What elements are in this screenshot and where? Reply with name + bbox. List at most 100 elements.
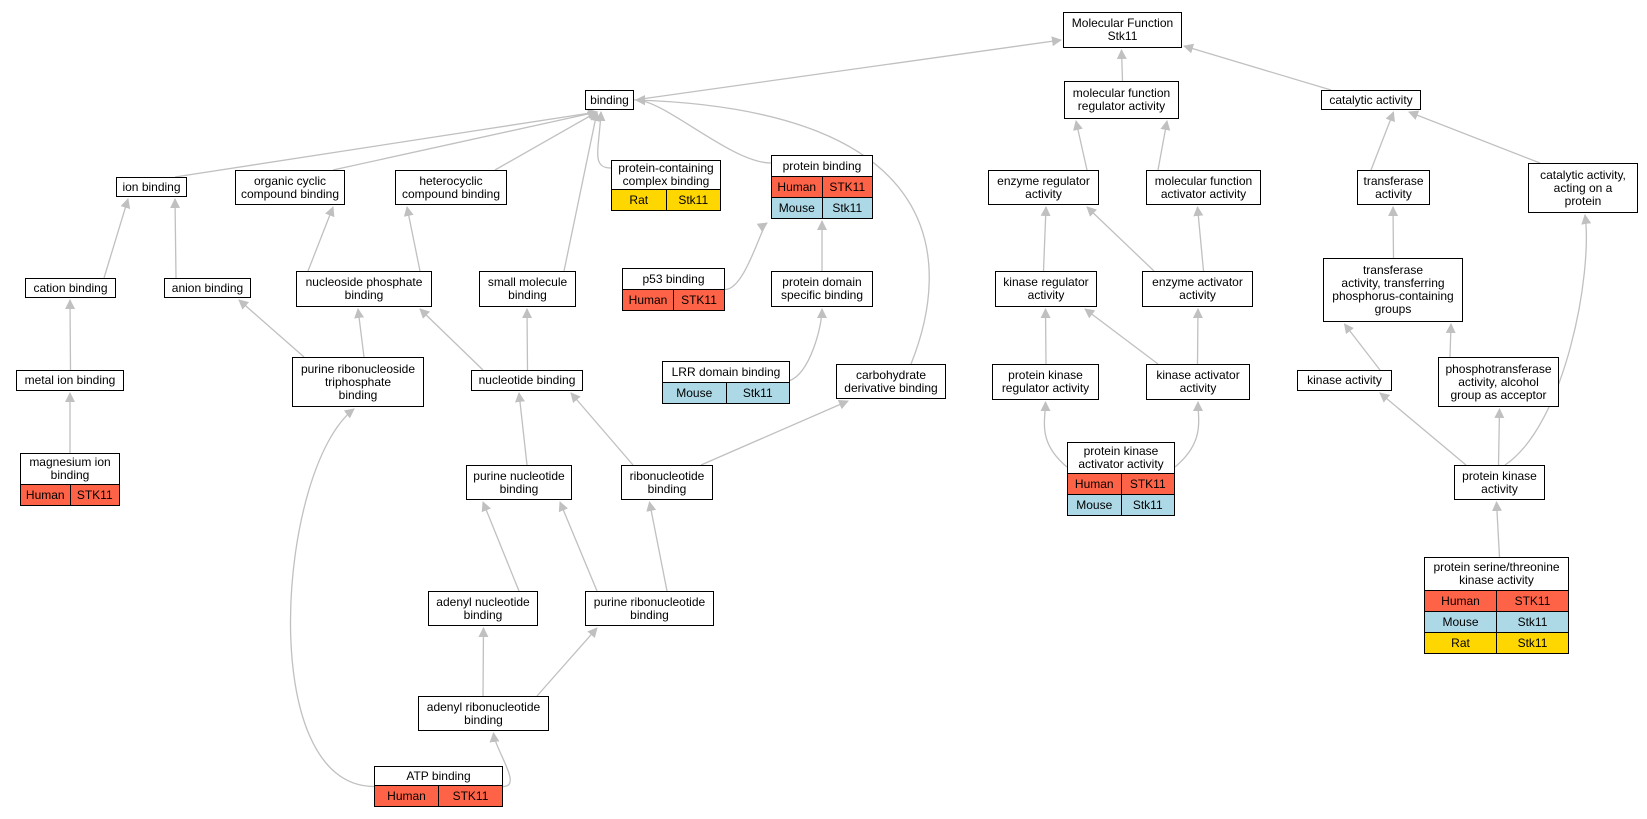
node-phosalc[interactable]: phosphotransferase activity, alcohol gro… [1438, 357, 1559, 407]
gene-label: STK11 [1120, 474, 1175, 494]
node-label: kinase activator activity [1156, 368, 1240, 395]
node-enzreg[interactable]: enzyme regulator activity [988, 170, 1099, 205]
node-label: heterocyclic compound binding [401, 173, 501, 201]
edge-pkreg-to-kinreg [1040, 308, 1051, 365]
edge-hetero-to-binding [494, 111, 598, 171]
species-label: Rat [1451, 635, 1470, 650]
edge-metal-to-cation [65, 299, 76, 371]
edge-organic-to-binding [332, 109, 598, 171]
node-pdomain[interactable]: protein domain specific binding [771, 271, 873, 307]
node-nucleotide[interactable]: nucleotide binding [471, 370, 583, 391]
edge-sertheo-to-pk [1491, 501, 1502, 558]
edge-atp-to-prnts [289, 408, 375, 788]
node-enzact[interactable]: enzyme activator activity [1142, 271, 1253, 307]
node-smallmol[interactable]: small molecule binding [479, 271, 576, 307]
node-pkreg[interactable]: protein kinase regulator activity [992, 364, 1099, 400]
node-mfact[interactable]: molecular function activator activity [1146, 170, 1261, 205]
node-label: molecular function activator activity [1154, 173, 1253, 201]
edge-transferase-to-catalytic [1370, 111, 1395, 171]
edge-lrr-to-pdomain [789, 308, 827, 382]
edge-pk-to-kinase [1379, 392, 1467, 466]
node-sertheo[interactable]: protein serine/threonine kinase activity… [1424, 557, 1569, 654]
species-label: Mouse [778, 200, 815, 215]
node-hetero[interactable]: heterocyclic compound binding [395, 170, 507, 205]
node-prnts[interactable]: purine ribonucleoside triphosphate bindi… [292, 357, 424, 407]
node-pk[interactable]: protein kinase activity [1454, 465, 1545, 500]
node-purribo[interactable]: purine ribonucleotide binding [585, 591, 714, 626]
gene-label: Stk11 [1496, 612, 1568, 632]
node-nucphos[interactable]: nucleoside phosphate binding [296, 271, 432, 307]
node-ion[interactable]: ion binding [116, 177, 187, 197]
node-label: purine ribonucleoside triphosphate bindi… [300, 361, 416, 402]
species-label: Human [1074, 476, 1114, 491]
node-label: kinase regulator activity [1003, 275, 1089, 302]
node-label: kinase activity [1307, 373, 1382, 387]
node-adenylribo[interactable]: adenyl ribonucleotide binding [418, 696, 549, 731]
node-label: magnesium ion binding [29, 455, 111, 482]
node-transphos[interactable]: transferase activity, transferring phosp… [1323, 258, 1463, 322]
annotation-row: Human STK11 [1068, 473, 1174, 494]
node-ribonuc[interactable]: ribonucleotide binding [621, 465, 713, 500]
node-purnuc[interactable]: purine nucleotide binding [466, 465, 572, 500]
edge-kinact-to-kinreg [1084, 308, 1159, 365]
gene-label: STK11 [821, 177, 873, 197]
node-root[interactable]: Molecular Function Stk11 [1063, 12, 1182, 48]
node-cation[interactable]: cation binding [25, 278, 116, 298]
node-label: protein serine/threonine kinase activity [1433, 560, 1560, 587]
node-kinreg[interactable]: kinase regulator activity [995, 271, 1097, 307]
node-mfreg[interactable]: molecular function regulator activity [1064, 81, 1179, 119]
node-label: catalytic activity [1329, 92, 1413, 107]
node-transferase[interactable]: transferase activity [1357, 170, 1430, 205]
node-adenyl[interactable]: adenyl nucleotide binding [428, 591, 538, 626]
edge-carb-to-binding [635, 95, 930, 365]
node-catalytic[interactable]: catalytic activity [1321, 90, 1421, 110]
edge-transphos-to-transferase [1388, 206, 1399, 259]
gene-label: Stk11 [821, 198, 873, 218]
edge-pk-to-phosalc [1494, 408, 1505, 466]
edge-adenylribo-to-purribo [536, 627, 598, 697]
edge-adenylribo-to-adenyl [478, 627, 489, 697]
edge-pk-to-catprot [1504, 214, 1592, 466]
node-kinact[interactable]: kinase activator activity [1146, 364, 1250, 400]
node-organic[interactable]: organic cyclic compound binding [235, 170, 345, 205]
node-label: transferase activity, transferring phosp… [1332, 263, 1454, 316]
edge-kinase-to-transphos [1343, 323, 1381, 371]
node-label: small molecule binding [487, 275, 568, 302]
node-label: adenyl nucleotide binding [436, 594, 530, 622]
node-label: protein kinase regulator activity [1001, 368, 1090, 395]
node-binding[interactable]: binding [585, 90, 634, 110]
node-catprot[interactable]: catalytic activity, acting on a protein [1528, 163, 1638, 213]
edge-enzreg-to-mfreg [1073, 120, 1088, 171]
edge-pkact-to-pkreg [1040, 401, 1068, 468]
edge-catprot-to-catalytic [1408, 110, 1541, 164]
node-label: protein kinase activator activity [1078, 444, 1164, 471]
node-kinase[interactable]: kinase activity [1297, 370, 1392, 391]
edge-purribo-to-ribonuc [646, 501, 668, 592]
edge-ribonuc-to-carb [700, 400, 849, 466]
gene-label: Stk11 [1120, 495, 1175, 515]
edge-nucphos-to-organic [307, 206, 335, 272]
node-carb[interactable]: carbohydrate derivative binding [836, 364, 946, 399]
species-label: Human [25, 487, 65, 502]
species-label: Rat [629, 192, 649, 207]
node-label: nucleoside phosphate binding [305, 275, 423, 302]
edge-catalytic-to-root [1183, 43, 1332, 91]
gene-label: STK11 [673, 290, 724, 310]
node-label: binding [590, 92, 629, 107]
gene-label: Stk11 [665, 190, 721, 210]
node-label: protein-containing complex binding [618, 161, 714, 188]
node-anion[interactable]: anion binding [164, 278, 251, 298]
node-label: enzyme regulator activity [997, 173, 1090, 201]
edge-enzact-to-enzreg [1086, 206, 1155, 272]
node-metal[interactable]: metal ion binding [16, 370, 124, 391]
